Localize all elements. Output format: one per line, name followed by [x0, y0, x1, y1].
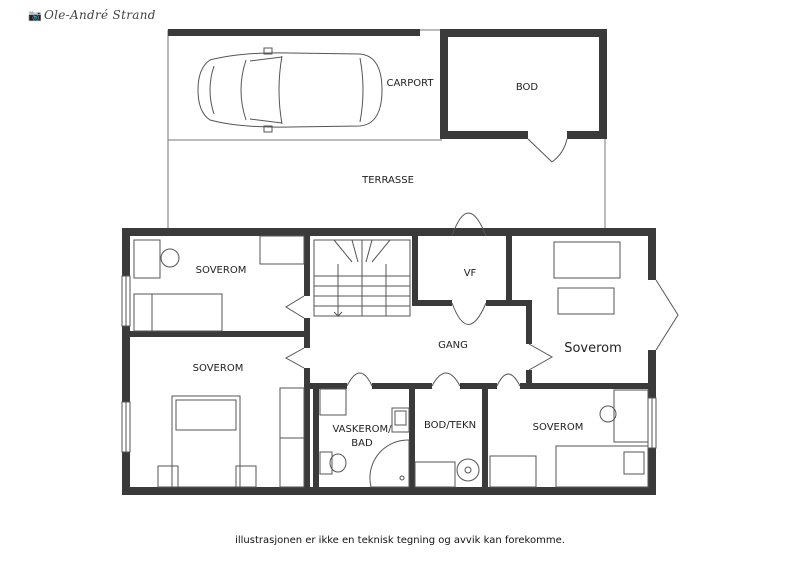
label-carport: CARPORT: [386, 78, 434, 89]
outdoor-outline: [167, 29, 606, 228]
label-terrasse: TERRASSE: [361, 175, 414, 186]
watermark-text: Ole-André Strand: [44, 8, 156, 22]
label-vf: VF: [464, 268, 477, 279]
label-bad: BAD: [351, 438, 373, 449]
label-soverom-bottom-right: SOVEROM: [533, 422, 584, 433]
window-lines: [125, 276, 653, 452]
label-gang: GANG: [438, 340, 468, 351]
interior-walls: [130, 236, 648, 487]
carport-wall: [168, 29, 420, 36]
furniture: [133, 235, 649, 488]
camera-icon: 📷: [28, 9, 42, 22]
label-vaskerom: VASKEROM/: [332, 424, 392, 435]
label-soverom-main: Soverom: [564, 341, 622, 356]
doors: [284, 212, 679, 387]
bod-walls: [440, 29, 607, 139]
label-bod-tekn: BOD/TEKN: [424, 420, 476, 431]
car-icon: [197, 47, 383, 133]
staircase: [313, 239, 411, 317]
label-soverom-bottom-left: SOVEROM: [193, 363, 244, 374]
bod-door: [527, 138, 568, 163]
watermark: 📷Ole-André Strand: [28, 8, 156, 22]
disclaimer-text: illustrasjonen er ikke en teknisk tegnin…: [235, 535, 565, 546]
label-bod: BOD: [516, 82, 539, 93]
label-soverom-top-left: SOVEROM: [196, 265, 247, 276]
